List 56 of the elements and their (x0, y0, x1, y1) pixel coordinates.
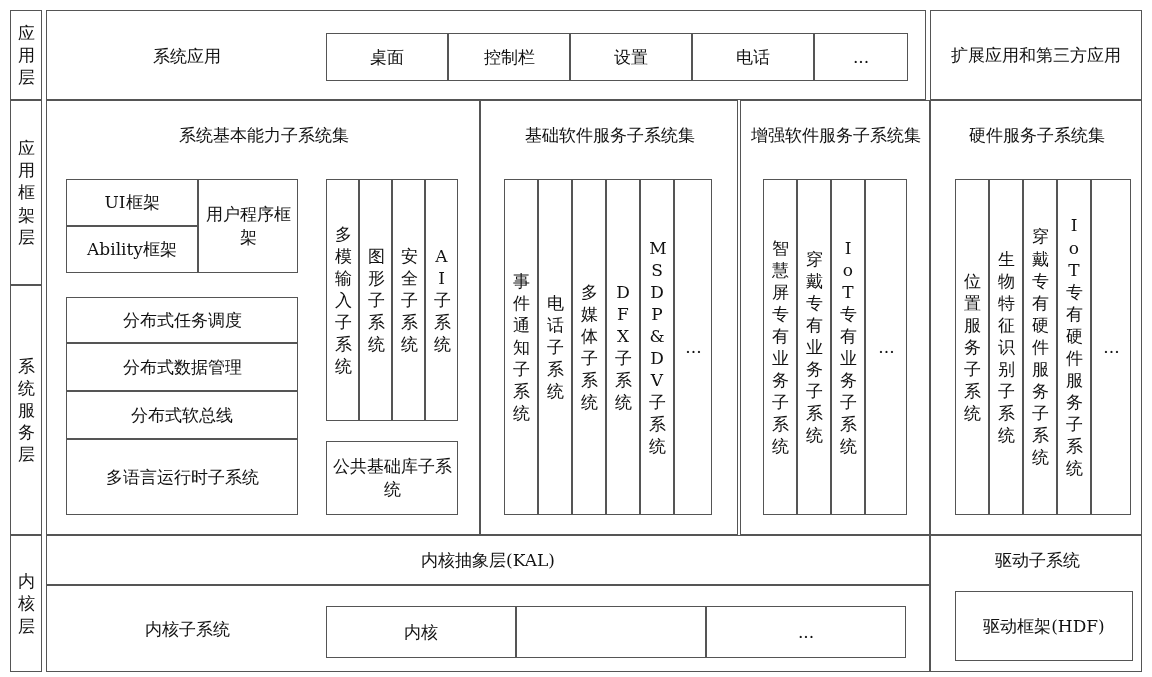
group-heading: 驱动子系统 (993, 548, 1081, 572)
app-box: ... (814, 33, 908, 81)
layer-label: 系统服务层 (10, 285, 42, 535)
subsystem-column: 生物特征识别子系统 (989, 179, 1023, 515)
layer-label: 内核层 (10, 535, 42, 672)
subsystem-column: IoT专有硬件服务子系统 (1057, 179, 1091, 515)
subsystem-column: ... (1091, 179, 1131, 515)
app-box: 设置 (570, 33, 692, 81)
subsystem-set-panel (740, 100, 930, 535)
subsystem-set-panel (480, 100, 738, 535)
subsystem-column: 多媒体子系统 (572, 179, 606, 515)
subsystem-column: 穿戴专有硬件服务子系统 (1023, 179, 1057, 515)
subsystem-box: 分布式数据管理 (66, 343, 298, 391)
subsystem-column: 穿戴专有业务子系统 (797, 179, 831, 515)
group-heading: 系统基本能力子系统集 (178, 123, 350, 147)
subsystem-column: MSDP&DV子系统 (640, 179, 674, 515)
subsystem-column: 多模输入子系统 (326, 179, 359, 421)
subsystem-box: 公共基础库子系统 (326, 441, 458, 515)
subsystem-set-panel (46, 100, 480, 535)
subsystem-column: ... (865, 179, 907, 515)
kernel-box (516, 606, 706, 658)
framework-box: 用户程序框架 (198, 179, 298, 273)
subsystem-column: 安全子系统 (392, 179, 425, 421)
subsystem-column: 位置服务子系统 (955, 179, 989, 515)
subsystem-column: 电话子系统 (538, 179, 572, 515)
subsystem-column: ... (674, 179, 712, 515)
group-heading: 硬件服务子系统集 (968, 123, 1106, 147)
subsystem-column: 智慧屏专有业务子系统 (763, 179, 797, 515)
group-heading: 系统应用 (152, 44, 222, 68)
layer-label: 应用层 (10, 10, 42, 100)
subsystem-box: 分布式任务调度 (66, 297, 298, 343)
driver-box: 驱动框架(HDF) (955, 591, 1133, 661)
framework-box: UI框架 (66, 179, 198, 226)
kernel-box: 内核 (326, 606, 516, 658)
app-box: 控制栏 (448, 33, 570, 81)
layer-band (46, 10, 926, 100)
subsystem-box: 多语言运行时子系统 (66, 439, 298, 515)
driver-panel (930, 535, 1142, 672)
app-box: 电话 (692, 33, 814, 81)
app-box: 桌面 (326, 33, 448, 81)
subsystem-set-panel (930, 100, 1142, 535)
app-band: 扩展应用和第三方应用 (930, 10, 1142, 100)
subsystem-column: DFX子系统 (606, 179, 640, 515)
kernel-box: ... (706, 606, 906, 658)
group-heading: 基础软件服务子系统集 (524, 123, 696, 147)
group-heading: 内核子系统 (143, 618, 231, 641)
subsystem-column: IoT专有业务子系统 (831, 179, 865, 515)
group-heading: 增强软件服务子系统集 (750, 123, 922, 147)
subsystem-column: 图形子系统 (359, 179, 392, 421)
subsystem-column: AI子系统 (425, 179, 458, 421)
subsystem-box: 分布式软总线 (66, 391, 298, 439)
layer-band (46, 585, 930, 672)
subsystem-column: 事件通知子系统 (504, 179, 538, 515)
layer-band: 内核抽象层(KAL) (46, 535, 930, 585)
framework-box: Ability框架 (66, 226, 198, 273)
layer-label: 应用框架层 (10, 100, 42, 285)
